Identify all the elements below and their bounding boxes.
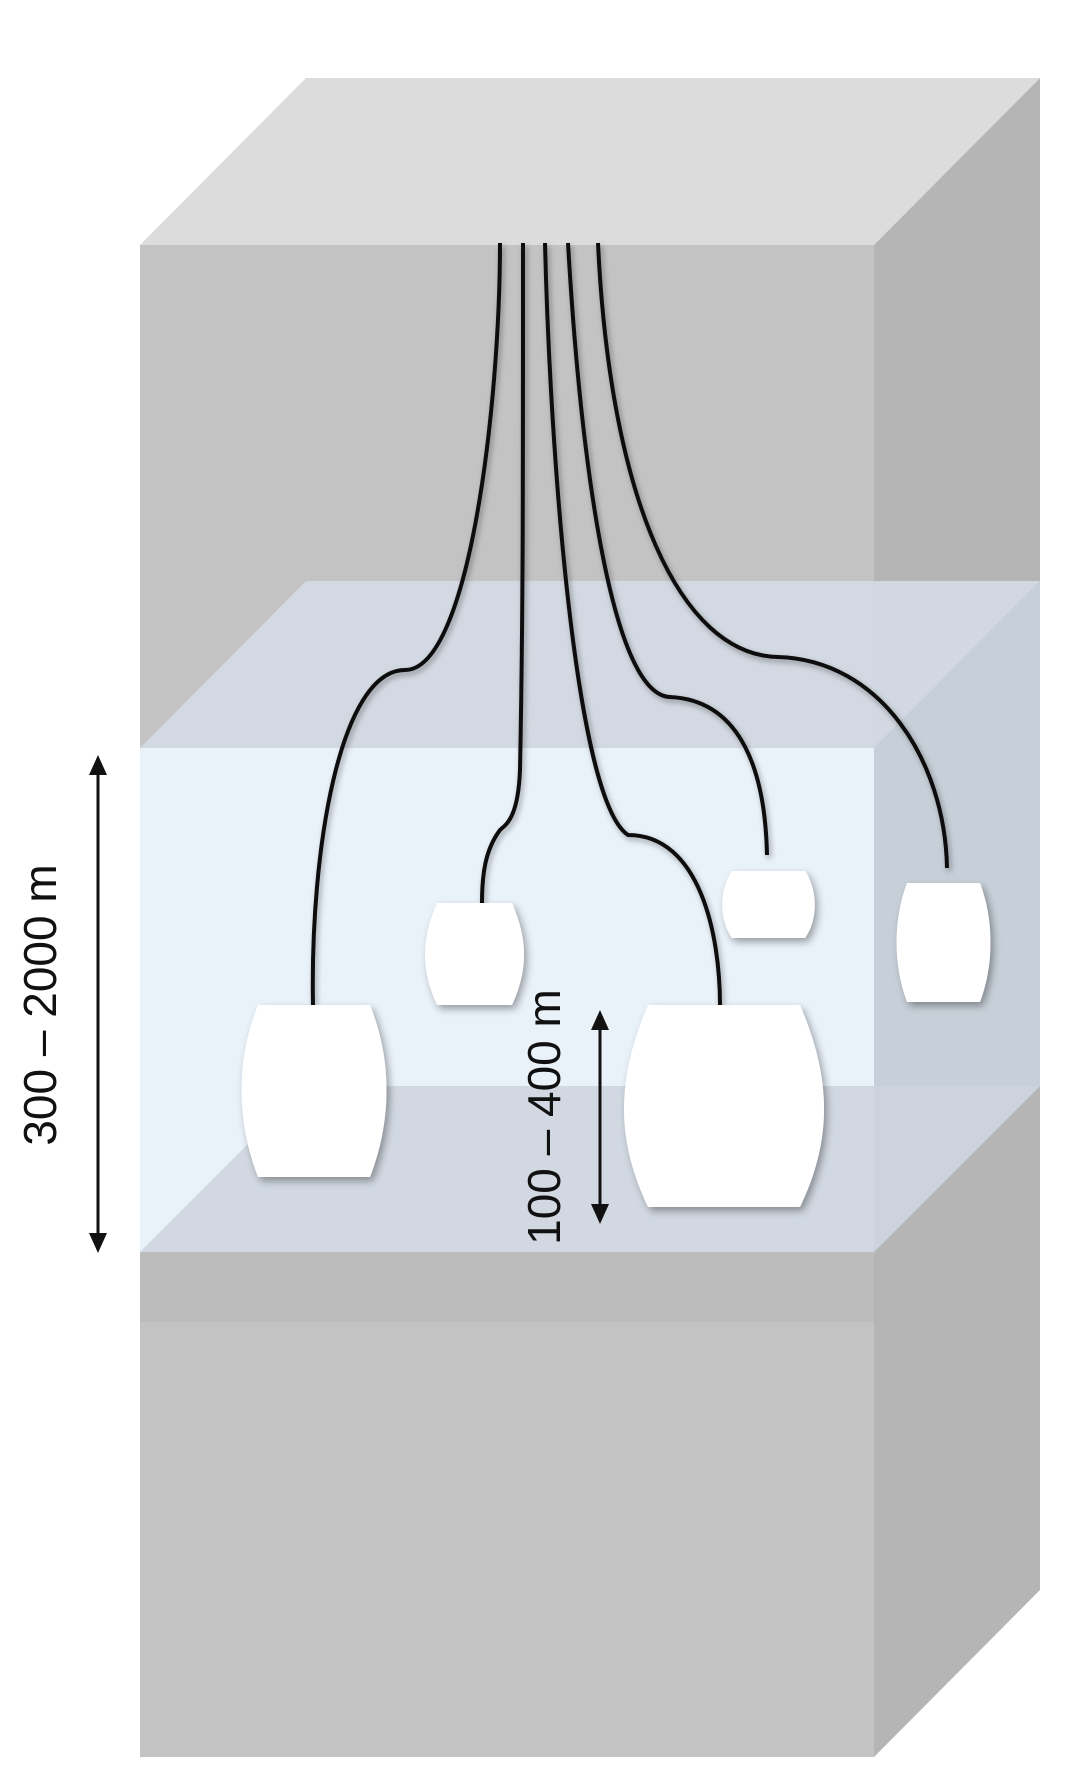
inner-height-arrowhead-bottom	[591, 1204, 609, 1224]
pipe-4	[566, 242, 769, 856]
pipe-3	[543, 242, 722, 1006]
outer-depth-label: 300 – 2000 m	[14, 864, 66, 1145]
inner-height-dimension: 100 – 400 m	[518, 989, 609, 1245]
cavern-center-large	[624, 1005, 824, 1207]
outer-depth-arrowhead-top	[89, 755, 107, 775]
cavern-right-small	[722, 871, 815, 938]
pipe-2	[480, 242, 525, 904]
cavern-right	[896, 883, 991, 1002]
caverns	[241, 871, 991, 1207]
rock-block-top	[140, 78, 1040, 245]
pipe-5	[596, 242, 949, 869]
inner-height-arrowhead-top	[591, 1010, 609, 1030]
outer-depth-arrowhead-bottom	[89, 1233, 107, 1253]
rock-band	[140, 1252, 874, 1322]
cavern-center-small	[425, 903, 524, 1005]
pipe-1	[310, 242, 502, 1006]
well-pipes	[310, 242, 949, 1006]
inner-height-label: 100 – 400 m	[518, 989, 570, 1245]
cavern-left	[241, 1005, 387, 1177]
outer-depth-dimension: 300 – 2000 m	[14, 755, 107, 1253]
salt-layer-top	[140, 581, 1040, 748]
